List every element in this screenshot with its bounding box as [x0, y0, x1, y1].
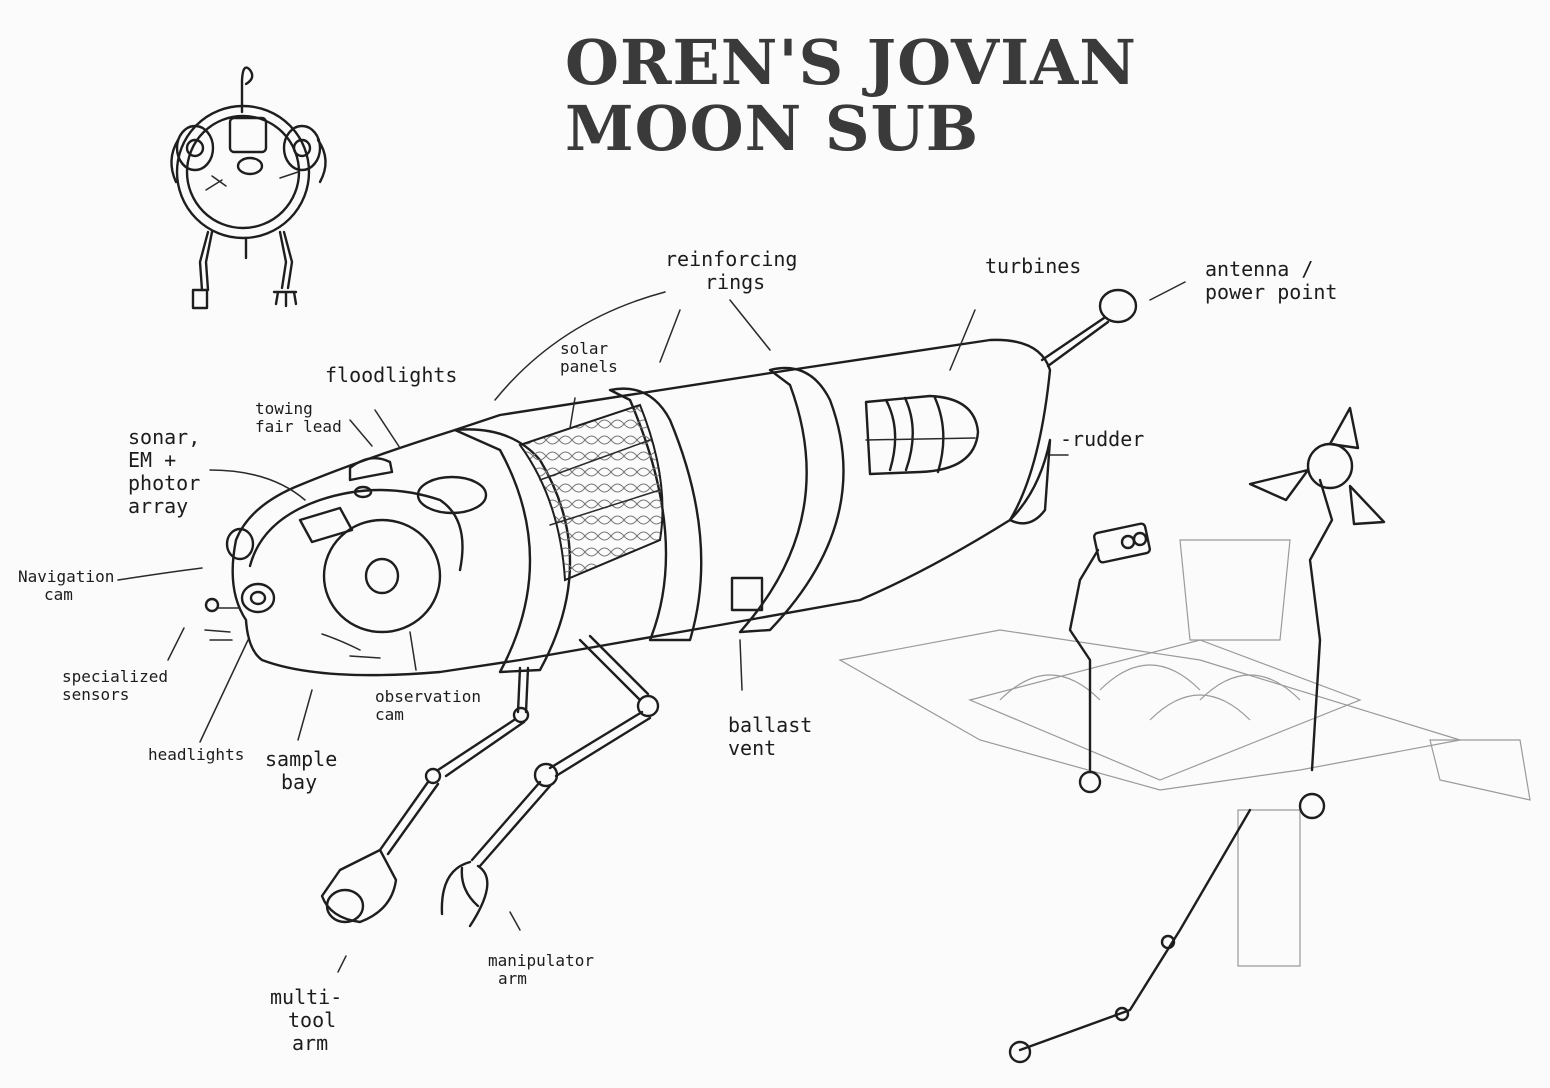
ring-3	[738, 366, 845, 634]
lander-camera	[1092, 522, 1152, 564]
headlight-left	[240, 582, 276, 614]
label-sample-bay: sample bay	[265, 747, 338, 794]
label-floodlights: floodlights	[325, 363, 458, 387]
label-rudder: -rudder	[1060, 427, 1145, 451]
label-reinforcing-rings: reinforcing rings	[665, 247, 798, 294]
navigation-cam	[204, 597, 220, 613]
antenna-mast	[1040, 316, 1110, 368]
towing-fairlead	[348, 456, 394, 482]
front-view-left-pod	[175, 124, 215, 172]
submarine	[204, 288, 1138, 928]
sketch-title: OREN'S JOVIAN MOON SUB	[565, 30, 1137, 162]
label-specialized-sensors: specialized sensors	[62, 667, 168, 704]
rudder	[1008, 438, 1052, 525]
lander-hub	[1306, 442, 1354, 490]
solar-panels	[518, 403, 664, 582]
label-towing-fair-lead: towing fair lead	[255, 399, 342, 436]
label-solar-panels: solar panels	[560, 339, 618, 376]
floodlight-window	[416, 475, 488, 515]
manipulator-arm	[440, 634, 660, 928]
lander-sketch	[838, 406, 1531, 1064]
label-headlights: headlights	[148, 745, 245, 764]
front-view-hull	[175, 104, 311, 240]
front-view-sketch	[170, 66, 327, 310]
title-line-1: OREN'S JOVIAN	[565, 26, 1137, 99]
observation-cam-dome	[322, 518, 442, 634]
label-manipulator-arm: manipulator arm	[488, 951, 594, 988]
label-observation-cam: observation cam	[375, 687, 481, 724]
title-line-2: MOON SUB	[565, 92, 980, 165]
sub-hull	[231, 338, 1052, 677]
front-view-tool	[191, 288, 209, 310]
sonar-dome	[225, 527, 255, 561]
label-turbines: turbines	[985, 254, 1082, 278]
antenna-ball	[1098, 288, 1138, 324]
label-navigation-cam: Navigation cam	[18, 567, 115, 604]
ballast-vent	[730, 576, 764, 612]
label-multi-tool-arm: multi- tool arm	[270, 985, 343, 1055]
front-view-window	[228, 116, 268, 154]
front-view-right-pod	[282, 124, 322, 172]
leader-lines	[117, 281, 1186, 973]
label-sonar-array: sonar, EM + photor array	[128, 425, 201, 518]
turbines	[864, 394, 980, 476]
label-antenna-power-point: antenna / power point	[1205, 257, 1338, 304]
label-ballast-vent: ballast vent	[728, 713, 813, 760]
multi-tool-arm	[320, 666, 530, 924]
